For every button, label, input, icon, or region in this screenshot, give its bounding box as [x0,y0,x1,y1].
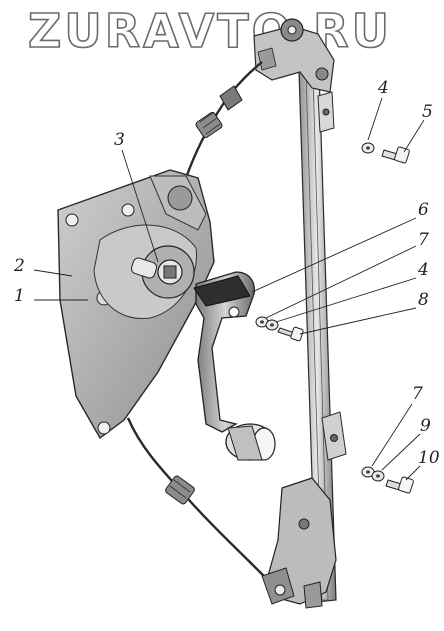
callout-9: 9 [420,416,431,436]
washer-bolt-top [361,142,410,164]
leader-7b [371,403,413,467]
callout-3: 3 [114,130,125,150]
leader-7a [265,245,417,319]
site-watermark: ZURAVTO.RU [27,3,392,59]
callout-7-middle: 7 [418,230,429,250]
callout-1: 1 [14,286,25,306]
washers-bolt-lower [361,466,414,494]
lower-cable [126,417,273,585]
leader-8 [299,307,417,335]
callout-6: 6 [418,200,429,220]
callout-2: 2 [14,256,25,276]
callout-4-top: 4 [378,78,389,98]
leader-3 [121,149,159,263]
leader-6 [251,217,417,293]
callout-4-middle: 4 [418,260,429,280]
callout-8: 8 [418,290,429,310]
leader-4b [275,277,417,323]
base-plate [57,169,215,440]
crank-handle [193,271,276,461]
washers-bolt-middle [255,316,304,342]
lower-slider-bracket [261,477,337,609]
leader-5 [403,119,425,153]
leader-2 [33,269,73,277]
leader-lines [33,97,425,481]
leader-10 [405,465,421,481]
callout-5: 5 [422,102,433,122]
leader-9 [381,433,421,471]
drum-shaft [130,245,195,299]
leader-4a [367,97,383,141]
upper-cable [184,61,263,179]
top-pulley-bracket [253,18,335,93]
callout-7-lower: 7 [412,384,423,404]
callout-10: 10 [418,448,440,468]
